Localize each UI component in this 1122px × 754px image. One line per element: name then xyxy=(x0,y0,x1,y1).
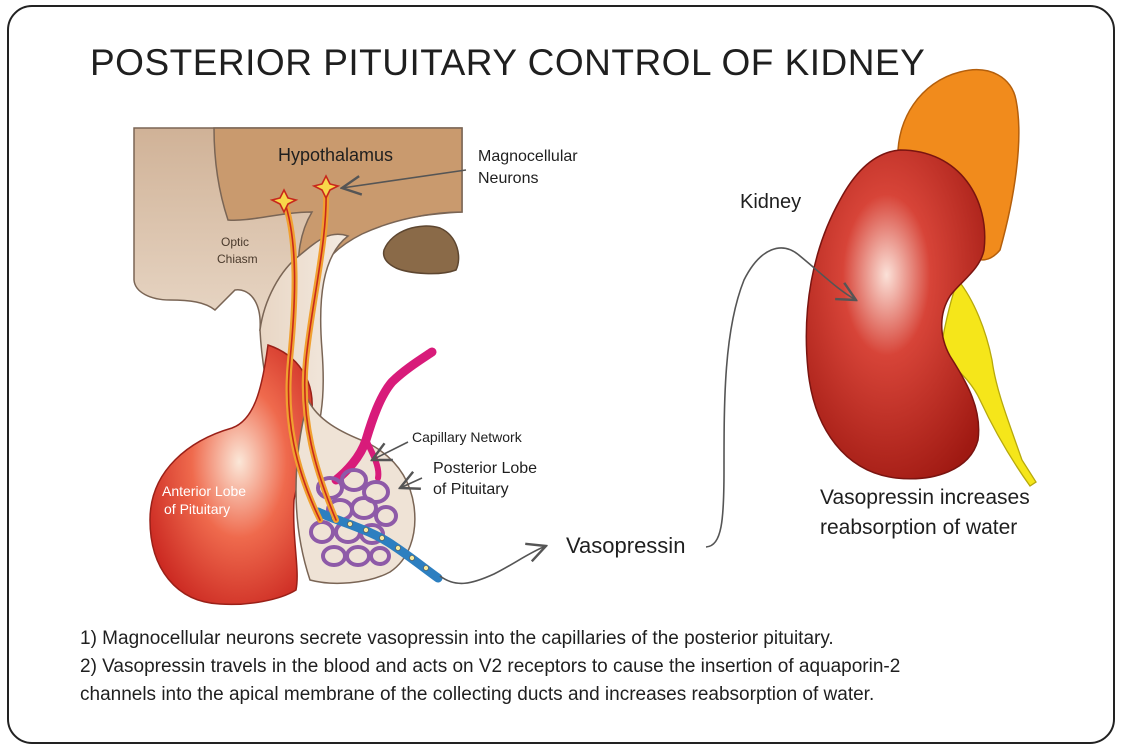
effect-label: Vasopressin increases xyxy=(820,486,1030,509)
magnocellular-label: Magnocellular xyxy=(478,148,578,165)
caption-line-1: 1) Magnocellular neurons secrete vasopre… xyxy=(80,625,1070,653)
capillary-network-label: Capillary Network xyxy=(412,429,523,445)
vasopressin-label: Vasopressin xyxy=(566,533,685,558)
chiasm-label: Chiasm xyxy=(217,252,258,266)
caption-line-3: channels into the apical membrane of the… xyxy=(80,681,1070,709)
anterior-lobe-label: Anterior Lobe xyxy=(162,483,246,499)
anterior-lobe-label-2: of Pituitary xyxy=(164,501,230,517)
kidney-label: Kidney xyxy=(740,191,801,213)
hypothalamus-label: Hypothalamus xyxy=(278,145,393,165)
caption: 1) Magnocellular neurons secrete vasopre… xyxy=(80,625,1070,709)
page-title: POSTERIOR PITUITARY CONTROL OF KIDNEY xyxy=(90,42,925,84)
posterior-lobe-label: Posterior Lobe xyxy=(433,460,537,477)
posterior-lobe-label-2: of Pituitary xyxy=(433,481,509,498)
neurons-label: Neurons xyxy=(478,170,538,187)
optic-label: Optic xyxy=(221,235,249,249)
effect-label-2: reabsorption of water xyxy=(820,516,1017,539)
caption-line-2: 2) Vasopressin travels in the blood and … xyxy=(80,653,1070,681)
